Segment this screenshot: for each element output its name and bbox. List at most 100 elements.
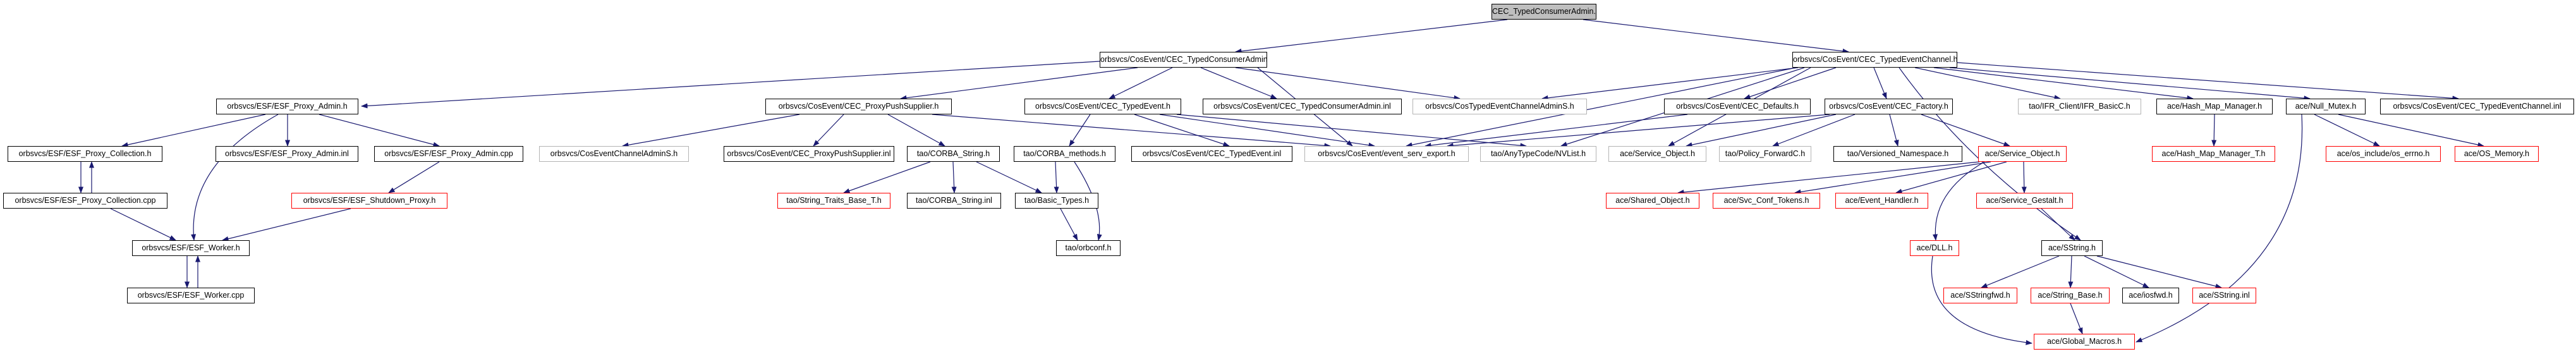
edge-pa_h-to-pa_cpp: [319, 114, 440, 147]
graph-node-hmmt[interactable]: ace/Hash_Map_Manager_T.h: [2152, 146, 2275, 162]
edge-factory-to-versioned: [1889, 114, 1899, 147]
edge-so_red-to-shared: [1677, 161, 1980, 195]
edge-tca_h-to-tca_inl: [1200, 67, 1277, 99]
graph-node-tec_inl[interactable]: orbsvcs/CosEvent/CEC_TypedEventChannel.i…: [2380, 99, 2574, 114]
graph-node-svcconf[interactable]: ace/Svc_Conf_Tokens.h: [1713, 193, 1820, 209]
edge-pc_cpp-to-worker: [110, 208, 176, 241]
edge-tec_h-to-defaults: [1744, 67, 1837, 99]
edge-dll-to-global: [1931, 255, 2032, 345]
edge-tec_h-to-nullm: [1949, 67, 2311, 101]
edge-pa_cpp-to-shutdown: [388, 161, 440, 193]
graph-node-tca_inl[interactable]: orbsvcs/CosEvent/CEC_TypedConsumerAdmin.…: [1203, 99, 1402, 114]
edge-factory-to-so_gray: [1686, 114, 1837, 147]
edge-tec_h-to-factory: [1873, 67, 1887, 99]
graph-node-cpp: CEC_TypedConsumerAdmin.cpp: [1492, 4, 1596, 20]
graph-node-iosfwd[interactable]: ace/iosfwd.h: [2122, 288, 2179, 303]
edge-tec_h-to-ese: [1406, 67, 1797, 148]
edge-factory-to-so_red: [1921, 114, 2010, 147]
edge-pa_h-to-worker: [191, 114, 279, 241]
edge-tec_h-to-tec_inl: [1957, 62, 2459, 101]
graph-node-pps_inl[interactable]: orbsvcs/CosEvent/CEC_ProxyPushSupplier.i…: [724, 146, 894, 162]
graph-node-factory[interactable]: orbsvcs/CosEvent/CEC_Factory.h: [1825, 99, 1953, 114]
graph-node-policy: tao/Policy_ForwardC.h: [1719, 146, 1811, 162]
edge-cpp-to-tec_h: [1583, 19, 1849, 54]
edge-sstring-to-sstringfwd: [1981, 255, 2060, 288]
graph-node-osmem[interactable]: ace/OS_Memory.h: [2455, 146, 2539, 162]
graph-node-methods[interactable]: tao/CORBA_methods.h: [1014, 146, 1115, 162]
graph-node-pa_inl[interactable]: orbsvcs/ESF/ESF_Proxy_Admin.inl: [216, 146, 358, 162]
graph-node-so_red[interactable]: ace/Service_Object.h: [1978, 146, 2067, 162]
edge-nullm-to-global: [2136, 114, 2303, 343]
edge-sstring-to-iosfwd: [2084, 255, 2149, 288]
graph-node-dll[interactable]: ace/DLL.h: [1910, 240, 1959, 256]
graph-node-stb[interactable]: tao/String_Traits_Base_T.h: [777, 193, 890, 209]
edge-pps_h-to-cecas: [622, 114, 800, 148]
graph-node-sstringfwd[interactable]: ace/SStringfwd.h: [1943, 288, 2017, 303]
edge-pps_h-to-ese: [932, 114, 1331, 149]
edge-sstring-to-sstring_inl: [2096, 255, 2222, 289]
graph-node-shutdown[interactable]: orbsvcs/ESF/ESF_Shutdown_Proxy.h: [291, 193, 447, 209]
edge-cstr-to-basic: [976, 161, 1042, 193]
graph-node-errno[interactable]: ace/os_include/os_errno.h: [2326, 146, 2441, 162]
graph-node-shared[interactable]: ace/Shared_Object.h: [1606, 193, 1699, 209]
graph-node-cecas: orbsvcs/CosEventChannelAdminS.h: [539, 146, 689, 162]
edge-cstr-to-stb: [843, 161, 931, 193]
graph-node-defaults[interactable]: orbsvcs/CosEvent/CEC_Defaults.h: [1664, 99, 1811, 114]
edge-tec_h-to-ctecas: [1541, 67, 1799, 101]
edge-tca_h-to-pa_h: [361, 61, 1100, 109]
edge-te_h-to-ese: [1159, 114, 1375, 148]
edge-te_h-to-nvlist: [1176, 114, 1527, 149]
graph-node-pps_h[interactable]: orbsvcs/CosEvent/CEC_ProxyPushSupplier.h: [765, 99, 952, 114]
edge-pps_h-to-cstr: [887, 114, 945, 147]
edge-defaults-to-ese: [1425, 114, 1688, 148]
edge-so_red-to-eh: [1895, 161, 2007, 194]
edge-nullm-to-errno: [2314, 114, 2380, 147]
graph-node-pc_cpp[interactable]: orbsvcs/ESF/ESF_Proxy_Collection.cpp: [3, 193, 167, 209]
edge-te_h-to-methods: [1069, 114, 1091, 147]
edge-factory-to-ese: [1447, 114, 1830, 149]
graph-node-basic[interactable]: tao/Basic_Types.h: [1015, 193, 1098, 209]
graph-node-pa_h[interactable]: orbsvcs/ESF/ESF_Proxy_Admin.h: [216, 99, 358, 114]
graph-node-tec_h[interactable]: orbsvcs/CosEvent/CEC_TypedEventChannel.h: [1792, 52, 1957, 68]
graph-node-sstring_inl[interactable]: ace/SString.inl: [2192, 288, 2256, 303]
graph-node-nullm[interactable]: ace/Null_Mutex.h: [2286, 99, 2366, 114]
graph-node-ifr: tao/IFR_Client/IFR_BasicC.h: [2018, 99, 2141, 114]
edge-basic-to-orbconf: [1060, 208, 1078, 241]
graph-node-pc_h[interactable]: orbsvcs/ESF/ESF_Proxy_Collection.h: [8, 146, 162, 162]
edge-gestalt-to-sstring: [2041, 208, 2075, 241]
edge-sbase-to-global: [2070, 303, 2083, 334]
edge-cpp-to-tca_h: [1235, 19, 1508, 54]
graph-node-orbconf[interactable]: tao/orbconf.h: [1056, 240, 1121, 256]
graph-node-te_h[interactable]: orbsvcs/CosEvent/CEC_TypedEvent.h: [1024, 99, 1181, 114]
graph-node-versioned[interactable]: tao/Versioned_Namespace.h: [1833, 146, 1962, 162]
graph-node-cstr_inl[interactable]: tao/CORBA_String.inl: [907, 193, 1001, 209]
graph-node-global[interactable]: ace/Global_Macros.h: [2034, 334, 2135, 350]
graph-node-sbase[interactable]: ace/String_Base.h: [2031, 288, 2110, 303]
edge-pps_h-to-pps_inl: [813, 114, 844, 147]
graph-node-tca_h[interactable]: orbsvcs/CosEvent/CEC_TypedConsumerAdmin.…: [1100, 52, 1267, 68]
graph-node-cstr[interactable]: tao/CORBA_String.h: [907, 146, 1000, 162]
edge-tec_h-to-ifr: [1914, 67, 2061, 100]
graph-node-worker[interactable]: orbsvcs/ESF/ESF_Worker.h: [132, 240, 250, 256]
graph-node-hmm[interactable]: ace/Hash_Map_Manager.h: [2156, 99, 2273, 114]
edge-factory-to-policy: [1772, 114, 1856, 147]
graph-node-worker_cpp[interactable]: orbsvcs/ESF/ESF_Worker.cpp: [127, 288, 255, 303]
edge-hmm-to-hmmt: [2211, 114, 2217, 147]
edge-tec_h-to-hmm: [1933, 67, 2194, 101]
edge-pa_h-to-pc_h: [121, 114, 266, 147]
edge-nullm-to-osmem: [2338, 114, 2484, 147]
graph-node-gestalt[interactable]: ace/Service_Gestalt.h: [1976, 193, 2073, 209]
graph-node-pa_cpp[interactable]: orbsvcs/ESF/ESF_Proxy_Admin.cpp: [374, 146, 523, 162]
edge-te_h-to-te_inl: [1134, 114, 1230, 147]
edge-shutdown-to-worker: [222, 208, 351, 241]
edge-so_red-to-svcconf: [1794, 161, 1991, 195]
graph-node-ese: orbsvcs/CosEvent/event_serv_export.h: [1304, 146, 1469, 162]
edge-so_red-to-dll: [1933, 161, 1985, 241]
graph-node-sstring[interactable]: ace/SString.h: [2041, 240, 2103, 256]
graph-node-eh[interactable]: ace/Event_Handler.h: [1835, 193, 1928, 209]
edge-sstring-to-sbase: [2068, 255, 2074, 288]
graph-node-nvlist: tao/AnyTypeCode/NVList.h: [1480, 146, 1596, 162]
graph-node-te_inl[interactable]: orbsvcs/CosEvent/CEC_TypedEvent.inl: [1131, 146, 1292, 162]
edge-tca_h-to-pps_h: [900, 67, 1138, 101]
